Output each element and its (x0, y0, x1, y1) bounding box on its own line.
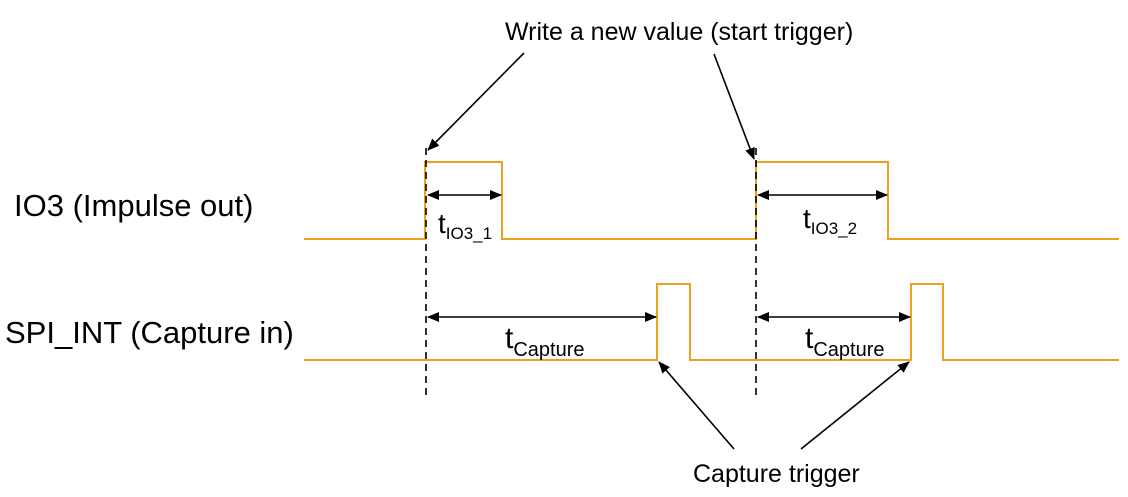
t-capture-1-main: t (505, 322, 514, 355)
t-capture-2-label: tCapture (805, 322, 885, 361)
start-trigger-arrow-1 (427, 52, 525, 151)
io3-waveform (304, 161, 1119, 240)
capture-trigger-label: Capture trigger (693, 460, 860, 488)
t-io3-2-label: tIO3_2 (803, 203, 857, 238)
t-capture-2-sub: Capture (813, 339, 884, 361)
start-trigger-label: Write a new value (start trigger) (505, 18, 853, 46)
capture-trigger-arrow-2 (800, 361, 910, 450)
spi-int-waveform (304, 283, 1119, 361)
t-capture-1-label: tCapture (505, 322, 585, 361)
t-io3-2-sub: IO3_2 (811, 219, 857, 238)
start-trigger-arrow-2 (713, 53, 755, 160)
io3-signal-label: IO3 (Impulse out) (14, 188, 253, 223)
t-capture-2-main: t (805, 322, 814, 355)
t-io3-1-main: t (438, 208, 446, 239)
t-io3-1-label: tIO3_1 (438, 208, 492, 243)
t-io3-1-sub: IO3_1 (446, 224, 492, 243)
t-io3-2-main: t (803, 203, 811, 234)
t-capture-1-sub: Capture (513, 339, 584, 361)
capture-trigger-arrow-1 (658, 361, 735, 450)
spi-int-signal-label: SPI_INT (Capture in) (5, 315, 294, 350)
